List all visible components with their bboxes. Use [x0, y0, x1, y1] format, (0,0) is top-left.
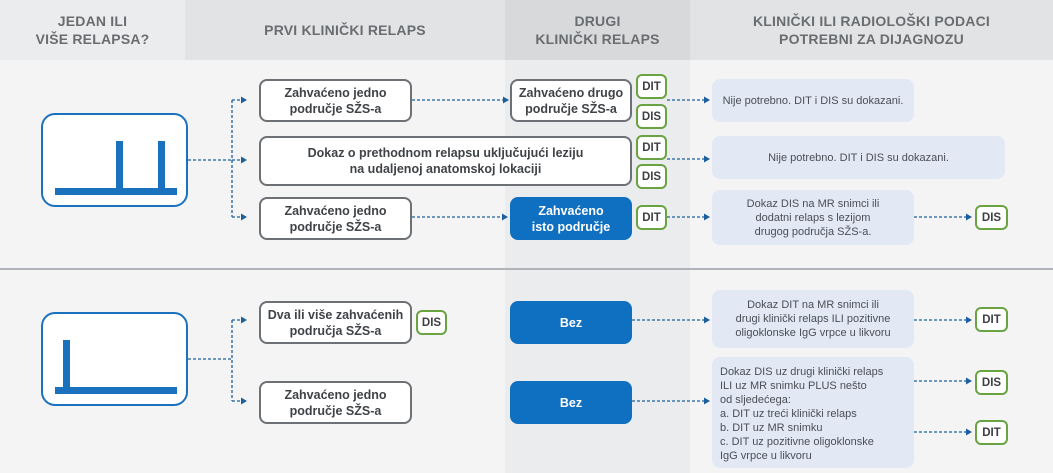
- s1-row1-second-relapse: Zahvaćeno drugo područje SŽS-a: [510, 79, 632, 122]
- s2-row2-second-relapse: Bez: [510, 381, 632, 424]
- s1-row3-dit-badge: DIT: [636, 205, 667, 230]
- s2-row2-outcome-dit-badge: DIT: [975, 420, 1008, 445]
- section-divider: [0, 268, 1053, 270]
- s2-row2-result: Dokaz DIS uz drugi klinički relaps ILI u…: [712, 357, 914, 468]
- s1-row3-first-relapse: Zahvaćeno jedno područje SŽS-a: [259, 197, 412, 240]
- header-col2-bg: [185, 0, 505, 60]
- s1-row1-result: Nije potrebno. DIT i DIS su dokazani.: [712, 79, 914, 122]
- s2-row1-second-relapse: Bez: [510, 301, 632, 344]
- s2-row2-outcome-dis-badge: DIS: [975, 370, 1008, 395]
- two-relapses-graphic: [55, 141, 177, 195]
- s2-row1-result: Dokaz DIT na MR snimci ili drugi kliničk…: [712, 290, 914, 348]
- s2-row1-first-relapse: Dva ili više zahvaćenih područja SŽS-a: [259, 301, 412, 344]
- s1-row3-second-relapse: Zahvaćeno isto područje: [510, 197, 632, 240]
- header-col1-bg: [0, 0, 185, 60]
- single-relapse-icon: [41, 312, 188, 406]
- s1-row2-first-relapse: Dokaz o prethodnom relapsu uključujući l…: [259, 136, 632, 186]
- two-relapses-icon: [41, 113, 188, 207]
- s1-row2-dis-badge: DIS: [636, 164, 667, 189]
- s1-row2-dit-badge: DIT: [636, 135, 667, 160]
- header-first-relapse: PRVI KLINIČKI RELAPS: [264, 22, 426, 38]
- s1-row2-result: Nije potrebno. DIT i DIS su dokazani.: [712, 136, 1005, 179]
- header-second-relapse: DRUGI KLINIČKI RELAPS: [535, 13, 660, 47]
- s1-row3-result: Dokaz DIS na MR snimci ili dodatni relap…: [712, 190, 914, 245]
- s1-row1-dit-badge: DIT: [636, 74, 667, 99]
- header-diagnosis-data: KLINIČKI ILI RADIOLOŠKI PODACI POTREBNI …: [753, 13, 990, 47]
- s2-row1-outcome-dit-badge: DIT: [975, 307, 1008, 332]
- header-one-or-more-relapses: JEDAN ILI VIŠE RELAPSA?: [35, 13, 150, 47]
- s1-row1-first-relapse: Zahvaćeno jedno područje SŽS-a: [259, 79, 412, 122]
- s2-row2-first-relapse: Zahvaćeno jedno područje SŽS-a: [259, 381, 412, 424]
- s2-row1-dis-badge: DIS: [416, 310, 447, 335]
- header-col3-bg: [505, 0, 690, 60]
- header-col4-bg: [690, 0, 1053, 60]
- single-relapse-graphic: [55, 340, 177, 394]
- s1-row1-dis-badge: DIS: [636, 104, 667, 129]
- s1-row3-outcome-dis-badge: DIS: [975, 205, 1008, 230]
